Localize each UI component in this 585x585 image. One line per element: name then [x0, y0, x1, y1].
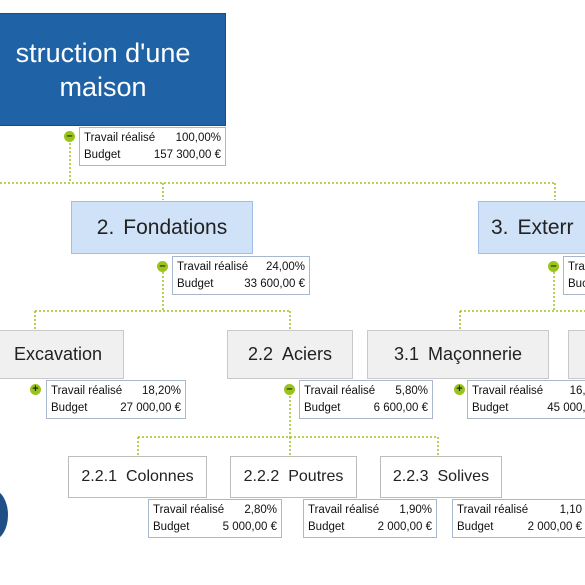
budget-label: Budget — [457, 521, 494, 533]
expand-toggle-excavation[interactable]: + — [30, 384, 41, 395]
budget-label: Budget — [153, 521, 190, 533]
budget-value: 33 600,00 € — [244, 278, 305, 290]
node-label: Fondations — [123, 215, 228, 239]
collapse-toggle-fondations[interactable]: – — [157, 261, 168, 272]
node-code: 3. — [491, 215, 509, 239]
node-label: Poutres — [288, 468, 344, 485]
travail-label: Travail réalisé — [177, 261, 249, 273]
budget-label: Budget — [84, 149, 121, 161]
wbs-root-node[interactable]: struction d'une maison — [0, 13, 226, 126]
node-label: Exterr — [517, 215, 574, 239]
travail-label: Travail réalisé — [308, 504, 380, 516]
exterieur-info-box: Trav Buc — [563, 256, 585, 295]
budget-value: 2 000,00 € — [377, 521, 432, 533]
wbs-node-solives[interactable]: 2.2.3 Solives — [380, 456, 502, 498]
collapse-toggle-exterieur[interactable]: – — [548, 261, 559, 272]
budget-value: 2 000,00 € — [527, 521, 582, 533]
budget-label: Budget — [304, 402, 341, 414]
travail-label: Travail réalisé — [457, 504, 529, 516]
maconnerie-info-box: Travail réalisé 16,2 Budget 45 000,0 — [467, 380, 585, 419]
node-code: 2.2 — [247, 344, 273, 364]
root-title-line1: struction d'une — [15, 37, 191, 68]
budget-value: 27 000,00 € — [120, 402, 181, 414]
travail-value: 5,80% — [395, 385, 428, 397]
travail-label: Travail réalisé — [153, 504, 225, 516]
node-code: 2.2.3 — [392, 468, 429, 485]
solives-info-box: Travail réalisé 1,10 Budget 2 000,00 € — [452, 499, 585, 538]
budget-label: Budget — [51, 402, 88, 414]
node-label: Solives — [437, 468, 490, 485]
wbs-node-excavation[interactable]: Excavation — [0, 330, 124, 379]
decorative-circle-icon — [0, 490, 8, 540]
node-label: Excavation — [13, 344, 103, 364]
budget-label: Budget — [308, 521, 345, 533]
wbs-node-poutres[interactable]: 2.2.2 Poutres — [230, 456, 357, 498]
travail-value: 2,80% — [244, 504, 277, 516]
wbs-node-maconnerie[interactable]: 3.1 Maçonnerie — [367, 330, 549, 379]
wbs-node-exterieur[interactable]: 3. Exterr — [478, 201, 585, 254]
node-code: 2.2.1 — [81, 468, 117, 485]
wbs-node-aciers[interactable]: 2.2 Aciers — [227, 330, 353, 379]
colonnes-info-box: Travail réalisé 2,80% Budget 5 000,00 € — [148, 499, 282, 538]
node-code: 2. — [96, 215, 115, 239]
wbs-node-colonnes[interactable]: 2.2.1 Colonnes — [68, 456, 207, 498]
budget-value: 6 600,00 € — [373, 402, 428, 414]
budget-label: Budget — [472, 402, 509, 414]
poutres-info-box: Travail réalisé 1,90% Budget 2 000,00 € — [303, 499, 437, 538]
aciers-info-box: Travail réalisé 5,80% Budget 6 600,00 € — [299, 380, 433, 419]
budget-value: 45 000,0 — [547, 402, 585, 414]
node-label: Maçonnerie — [427, 344, 523, 364]
node-code: 2.2.2 — [243, 468, 280, 485]
root-info-box: Travail réalisé 100,00% Budget 157 300,00 … — [79, 127, 226, 166]
wbs-node-fondations[interactable]: 2. Fondations — [71, 201, 253, 254]
collapse-toggle-root[interactable]: – — [64, 131, 75, 142]
travail-label: Travail réalisé — [304, 385, 376, 397]
budget-label: Buc — [568, 278, 585, 290]
travail-label: Travail réalisé — [472, 385, 544, 397]
budget-value: 5 000,00 € — [222, 521, 277, 533]
travail-value: 1,90% — [399, 504, 432, 516]
node-label: Colonnes — [125, 468, 194, 485]
travail-label: Travail réalisé — [84, 132, 156, 144]
travail-value: 1,10 — [559, 504, 582, 516]
node-code: 3.1 — [393, 344, 419, 364]
budget-label: Budget — [177, 278, 214, 290]
node-label: Aciers — [282, 344, 333, 364]
travail-label: Travail réalisé — [51, 385, 123, 397]
travail-value: 100,00% — [175, 132, 221, 144]
budget-value: 157 300,00 € — [153, 149, 221, 161]
wbs-node-partial[interactable] — [568, 330, 585, 379]
root-title-line2: maison — [59, 71, 147, 102]
fondations-info-box: Travail réalisé 24,00% Budget 33 600,00 € — [172, 256, 310, 295]
travail-value: 24,00% — [265, 261, 305, 273]
travail-label: Trav — [568, 261, 585, 273]
excavation-info-box: Travail réalisé 18,20% Budget 27 000,00 € — [46, 380, 186, 419]
expand-toggle-maconnerie[interactable]: + — [454, 384, 465, 395]
collapse-toggle-aciers[interactable]: – — [284, 384, 295, 395]
travail-value: 16,2 — [569, 385, 585, 397]
travail-value: 18,20% — [141, 385, 181, 397]
